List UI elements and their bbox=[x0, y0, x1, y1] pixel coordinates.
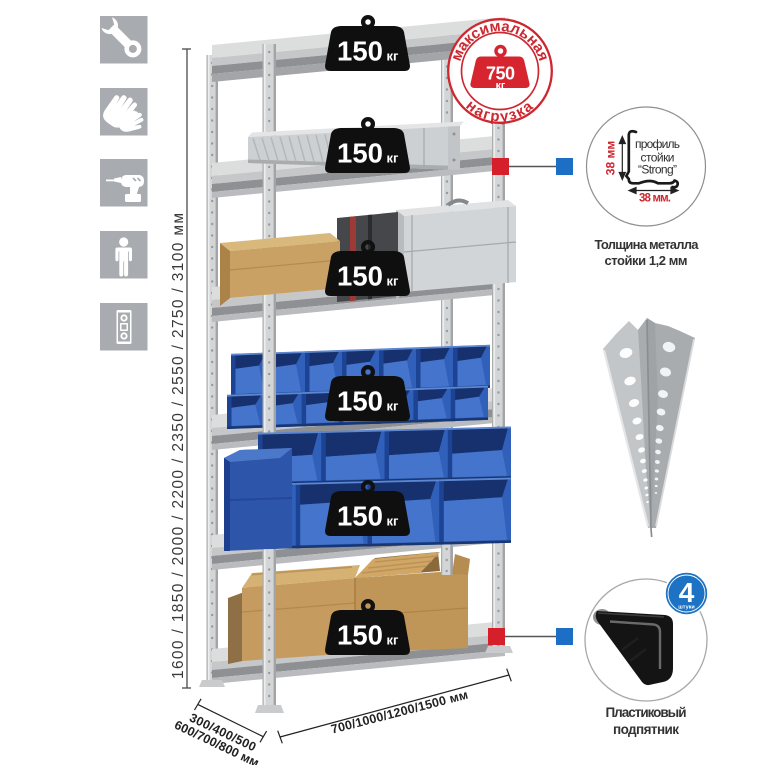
svg-text:Пластиковый: Пластиковый bbox=[606, 705, 687, 720]
svg-text:150: 150 bbox=[337, 261, 383, 292]
svg-text:кг: кг bbox=[387, 49, 400, 64]
svg-text:150: 150 bbox=[337, 386, 383, 417]
svg-text:38 мм.: 38 мм. bbox=[639, 193, 671, 205]
svg-text:150: 150 bbox=[337, 620, 383, 651]
svg-text:150: 150 bbox=[337, 501, 383, 532]
svg-text:38 мм: 38 мм bbox=[604, 141, 618, 176]
svg-text:штуки: штуки bbox=[678, 605, 695, 611]
svg-text:кг: кг bbox=[387, 274, 400, 289]
svg-text:кг: кг bbox=[387, 151, 400, 166]
svg-text:подпятник: подпятник bbox=[613, 722, 679, 737]
svg-text:кг: кг bbox=[496, 80, 506, 92]
svg-text:150: 150 bbox=[337, 138, 383, 169]
svg-text:стойки: стойки bbox=[641, 151, 675, 165]
svg-text:1600 / 1850 / 2000 / 2200 / 23: 1600 / 1850 / 2000 / 2200 / 2350 / 2550 … bbox=[170, 213, 187, 679]
svg-text:кг: кг bbox=[387, 399, 400, 414]
svg-text:профиль: профиль bbox=[635, 137, 680, 151]
svg-text:“Strong”: “Strong” bbox=[638, 163, 677, 177]
svg-text:150: 150 bbox=[337, 36, 383, 67]
svg-text:стойки 1,2 мм: стойки 1,2 мм bbox=[605, 253, 688, 268]
svg-text:750: 750 bbox=[486, 64, 515, 84]
svg-text:кг: кг bbox=[387, 633, 400, 648]
svg-text:4: 4 bbox=[679, 577, 695, 608]
svg-text:Толщина металла: Толщина металла bbox=[595, 237, 700, 252]
svg-text:кг: кг bbox=[387, 514, 400, 529]
